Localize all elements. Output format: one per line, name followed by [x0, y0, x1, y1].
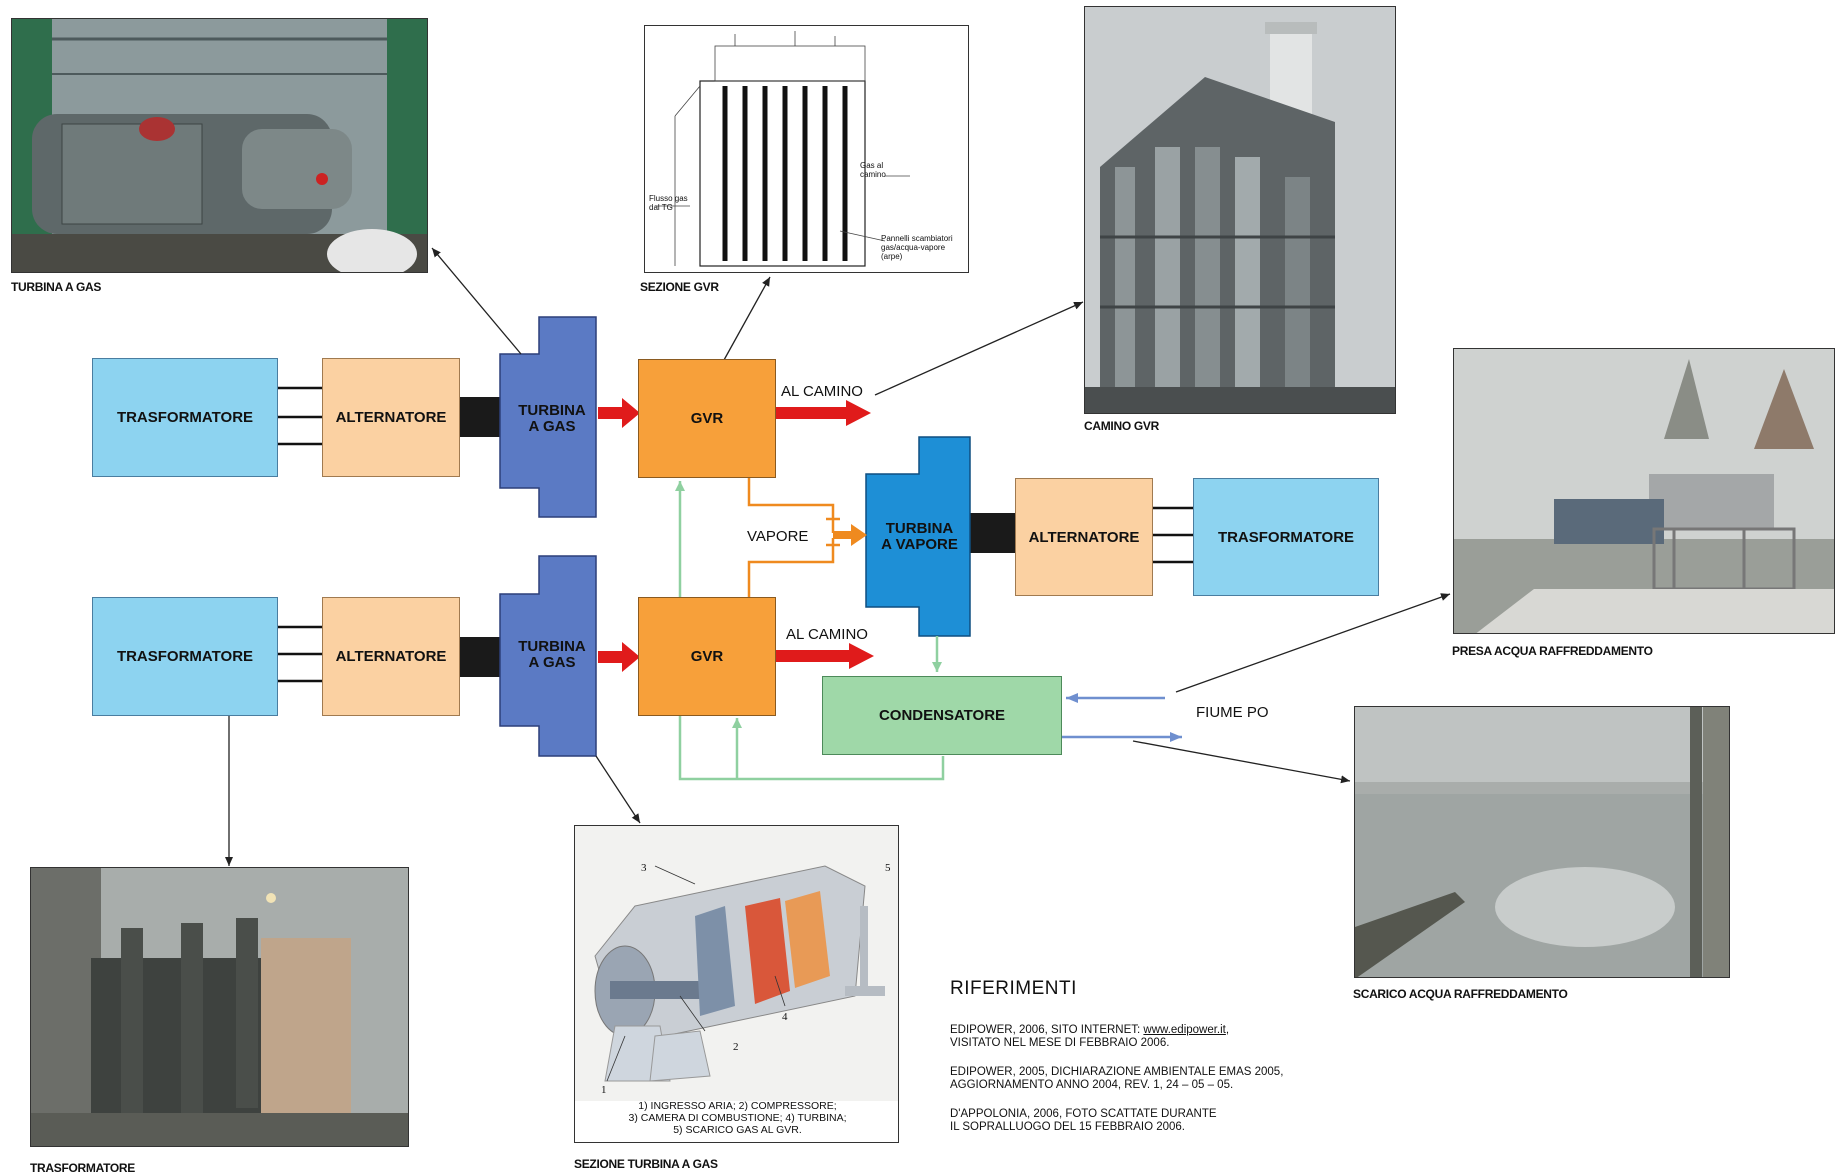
water-lines: [675, 481, 945, 781]
caption-turbina-a-gas: TURBINA A GAS: [11, 280, 102, 294]
gvr-box-1: GVR: [638, 359, 776, 478]
reference-1-link[interactable]: www.edipower.it: [1143, 1024, 1226, 1036]
caption-camino-gvr: CAMINO GVR: [1084, 419, 1160, 433]
turbine-number-3: 3: [641, 862, 647, 874]
turbine-number-2: 2: [733, 1041, 739, 1053]
exhaust-arrow-tg1: [598, 398, 640, 428]
steam-turbine-label: TURBINA A VAPORE: [871, 521, 968, 553]
reference-1-line1: EDIPOWER, 2006, SITO INTERNET: www.edipo…: [950, 1024, 1283, 1037]
gas-turbine-1-label-line1: TURBINA: [518, 402, 586, 419]
electric-link-3: [1152, 506, 1194, 564]
shaft-3: [970, 513, 1017, 553]
steam-turbine-shape: [865, 436, 971, 637]
transformer-box-1: TRASFORMATORE: [92, 358, 278, 477]
gvr-gas-camino-label: Gas al camino: [860, 161, 886, 179]
shaft-2: [459, 637, 506, 677]
presa-acqua-photo-drawing: [1454, 349, 1834, 633]
gvr-flusso-gas-label: Flusso gas dal TG: [649, 194, 688, 212]
steam-turbine-label-line2: A VAPORE: [881, 536, 958, 553]
reference-1-prefix: EDIPOWER, 2006, SITO INTERNET:: [950, 1024, 1144, 1036]
turbine-legend-line1: 1) INGRESSO ARIA; 2) COMPRESSORE;: [638, 1100, 837, 1112]
reference-3-line2: IL SOPRALLUOGO DEL 15 FEBBRAIO 2006.: [950, 1121, 1185, 1133]
turbine-number-4: 4: [782, 1011, 788, 1023]
steam-turbine-label-line1: TURBINA: [885, 520, 954, 537]
alternator-box-1: ALTERNATORE: [322, 358, 460, 477]
trasformatore-photo: [30, 867, 409, 1147]
caption-sezione-gvr: SEZIONE GVR: [640, 280, 719, 294]
fiume-po-label: FIUME PO: [1196, 704, 1269, 721]
turbine-legend-line2: 3) CAMERA DI COMBUSTIONE; 4) TURBINA;: [628, 1112, 847, 1124]
steam-lines: [747, 478, 840, 597]
turbine-number-1: 1: [601, 1084, 607, 1096]
turbine-section-svg: [575, 826, 898, 1101]
alternator-label-3: ALTERNATORE: [1028, 528, 1140, 546]
presa-acqua-photo: [1453, 348, 1835, 634]
reference-2-line1: EDIPOWER, 2005, DICHIARAZIONE AMBIENTALE…: [950, 1066, 1284, 1078]
gas-turbine-2-label-line2: A GAS: [528, 654, 576, 671]
gas-turbine-photo: [11, 18, 428, 273]
gas-turbine-1-shape: [499, 316, 597, 518]
al-camino-label-2: AL CAMINO: [786, 626, 868, 643]
pointer-arrows: [225, 247, 1451, 866]
exhaust-arrow-tg2: [598, 642, 640, 672]
caption-scarico-acqua: SCARICO ACQUA RAFFREDDAMENTO: [1353, 987, 1568, 1001]
reference-2-line2: AGGIORNAMENTO ANNO 2004, REV. 1, 24 – 05…: [950, 1079, 1234, 1091]
al-camino-label-1: AL CAMINO: [781, 383, 863, 400]
gvr-label-1: GVR: [690, 410, 724, 427]
transformer-label-2: TRASFORMATORE: [116, 648, 254, 665]
references-title: RIFERIMENTI: [950, 978, 1077, 999]
alternator-label-2: ALTERNATORE: [335, 648, 447, 665]
reference-1-line2: VISITATO NEL MESE DI FEBBRAIO 2006.: [950, 1037, 1170, 1049]
camino-arrow-1: [776, 400, 871, 426]
steam-arrow: [833, 524, 867, 546]
gas-turbine-2-shape: [499, 555, 597, 757]
turbine-legend-line3: 5) SCARICO GAS AL GVR.: [673, 1124, 802, 1136]
turbine-number-5: 5: [885, 862, 891, 874]
caption-presa-acqua: PRESA ACQUA RAFFREDDAMENTO: [1452, 644, 1653, 658]
river-arrows: [1062, 693, 1182, 742]
gas-turbine-photo-drawing: [12, 19, 427, 272]
gvr-section-svg: [655, 31, 910, 267]
caption-sezione-turbina-gas: SEZIONE TURBINA A GAS: [574, 1157, 718, 1171]
turbine-section-drawing: 1 2 3 4 5 1) INGRESSO ARIA; 2) COMPRESSO…: [574, 825, 899, 1143]
transformer-box-2: TRASFORMATORE: [92, 597, 278, 716]
references-block: EDIPOWER, 2006, SITO INTERNET: www.edipo…: [950, 1024, 1283, 1134]
scarico-acqua-photo-drawing: [1355, 707, 1729, 977]
gas-turbine-2-label: TURBINA A GAS: [508, 639, 596, 671]
camino-arrow-2: [776, 643, 874, 669]
scarico-acqua-photo: [1354, 706, 1730, 978]
gas-turbine-1-label: TURBINA A GAS: [508, 403, 596, 435]
gas-turbine-1-label-line2: A GAS: [528, 418, 576, 435]
transformer-box-3: TRASFORMATORE: [1193, 478, 1379, 596]
electric-link-1: [277, 386, 323, 446]
reference-3-line1: D'APPOLONIA, 2006, FOTO SCATTATE DURANTE: [950, 1108, 1217, 1120]
gvr-box-2: GVR: [638, 597, 776, 716]
vapore-label: VAPORE: [747, 528, 809, 545]
gvr-label-2: GVR: [690, 648, 724, 665]
turbine-legend: 1) INGRESSO ARIA; 2) COMPRESSORE; 3) CAM…: [575, 1100, 898, 1136]
reference-1-suffix: ,: [1225, 1024, 1230, 1036]
condenser-box: CONDENSATORE: [822, 676, 1062, 755]
gas-turbine-2-label-line1: TURBINA: [518, 638, 586, 655]
shaft-1: [459, 397, 506, 437]
electric-link-2: [277, 625, 323, 683]
gvr-section-drawing: Flusso gas dal TG Gas al camino Pannelli…: [644, 25, 969, 273]
camino-gvr-photo-drawing: [1085, 7, 1395, 413]
alternator-label-1: ALTERNATORE: [335, 409, 447, 426]
alternator-box-3: ALTERNATORE: [1015, 478, 1153, 596]
transformer-label-3: TRASFORMATORE: [1217, 528, 1355, 546]
alternator-box-2: ALTERNATORE: [322, 597, 460, 716]
gvr-pannelli-label: Pannelli scambiatori gas/acqua-vapore (a…: [881, 234, 953, 261]
trasformatore-photo-drawing: [31, 868, 408, 1146]
camino-gvr-photo: [1084, 6, 1396, 414]
caption-trasformatore: TRASFORMATORE: [30, 1161, 135, 1175]
transformer-label-1: TRASFORMATORE: [116, 409, 254, 426]
condenser-label: CONDENSATORE: [878, 707, 1006, 724]
